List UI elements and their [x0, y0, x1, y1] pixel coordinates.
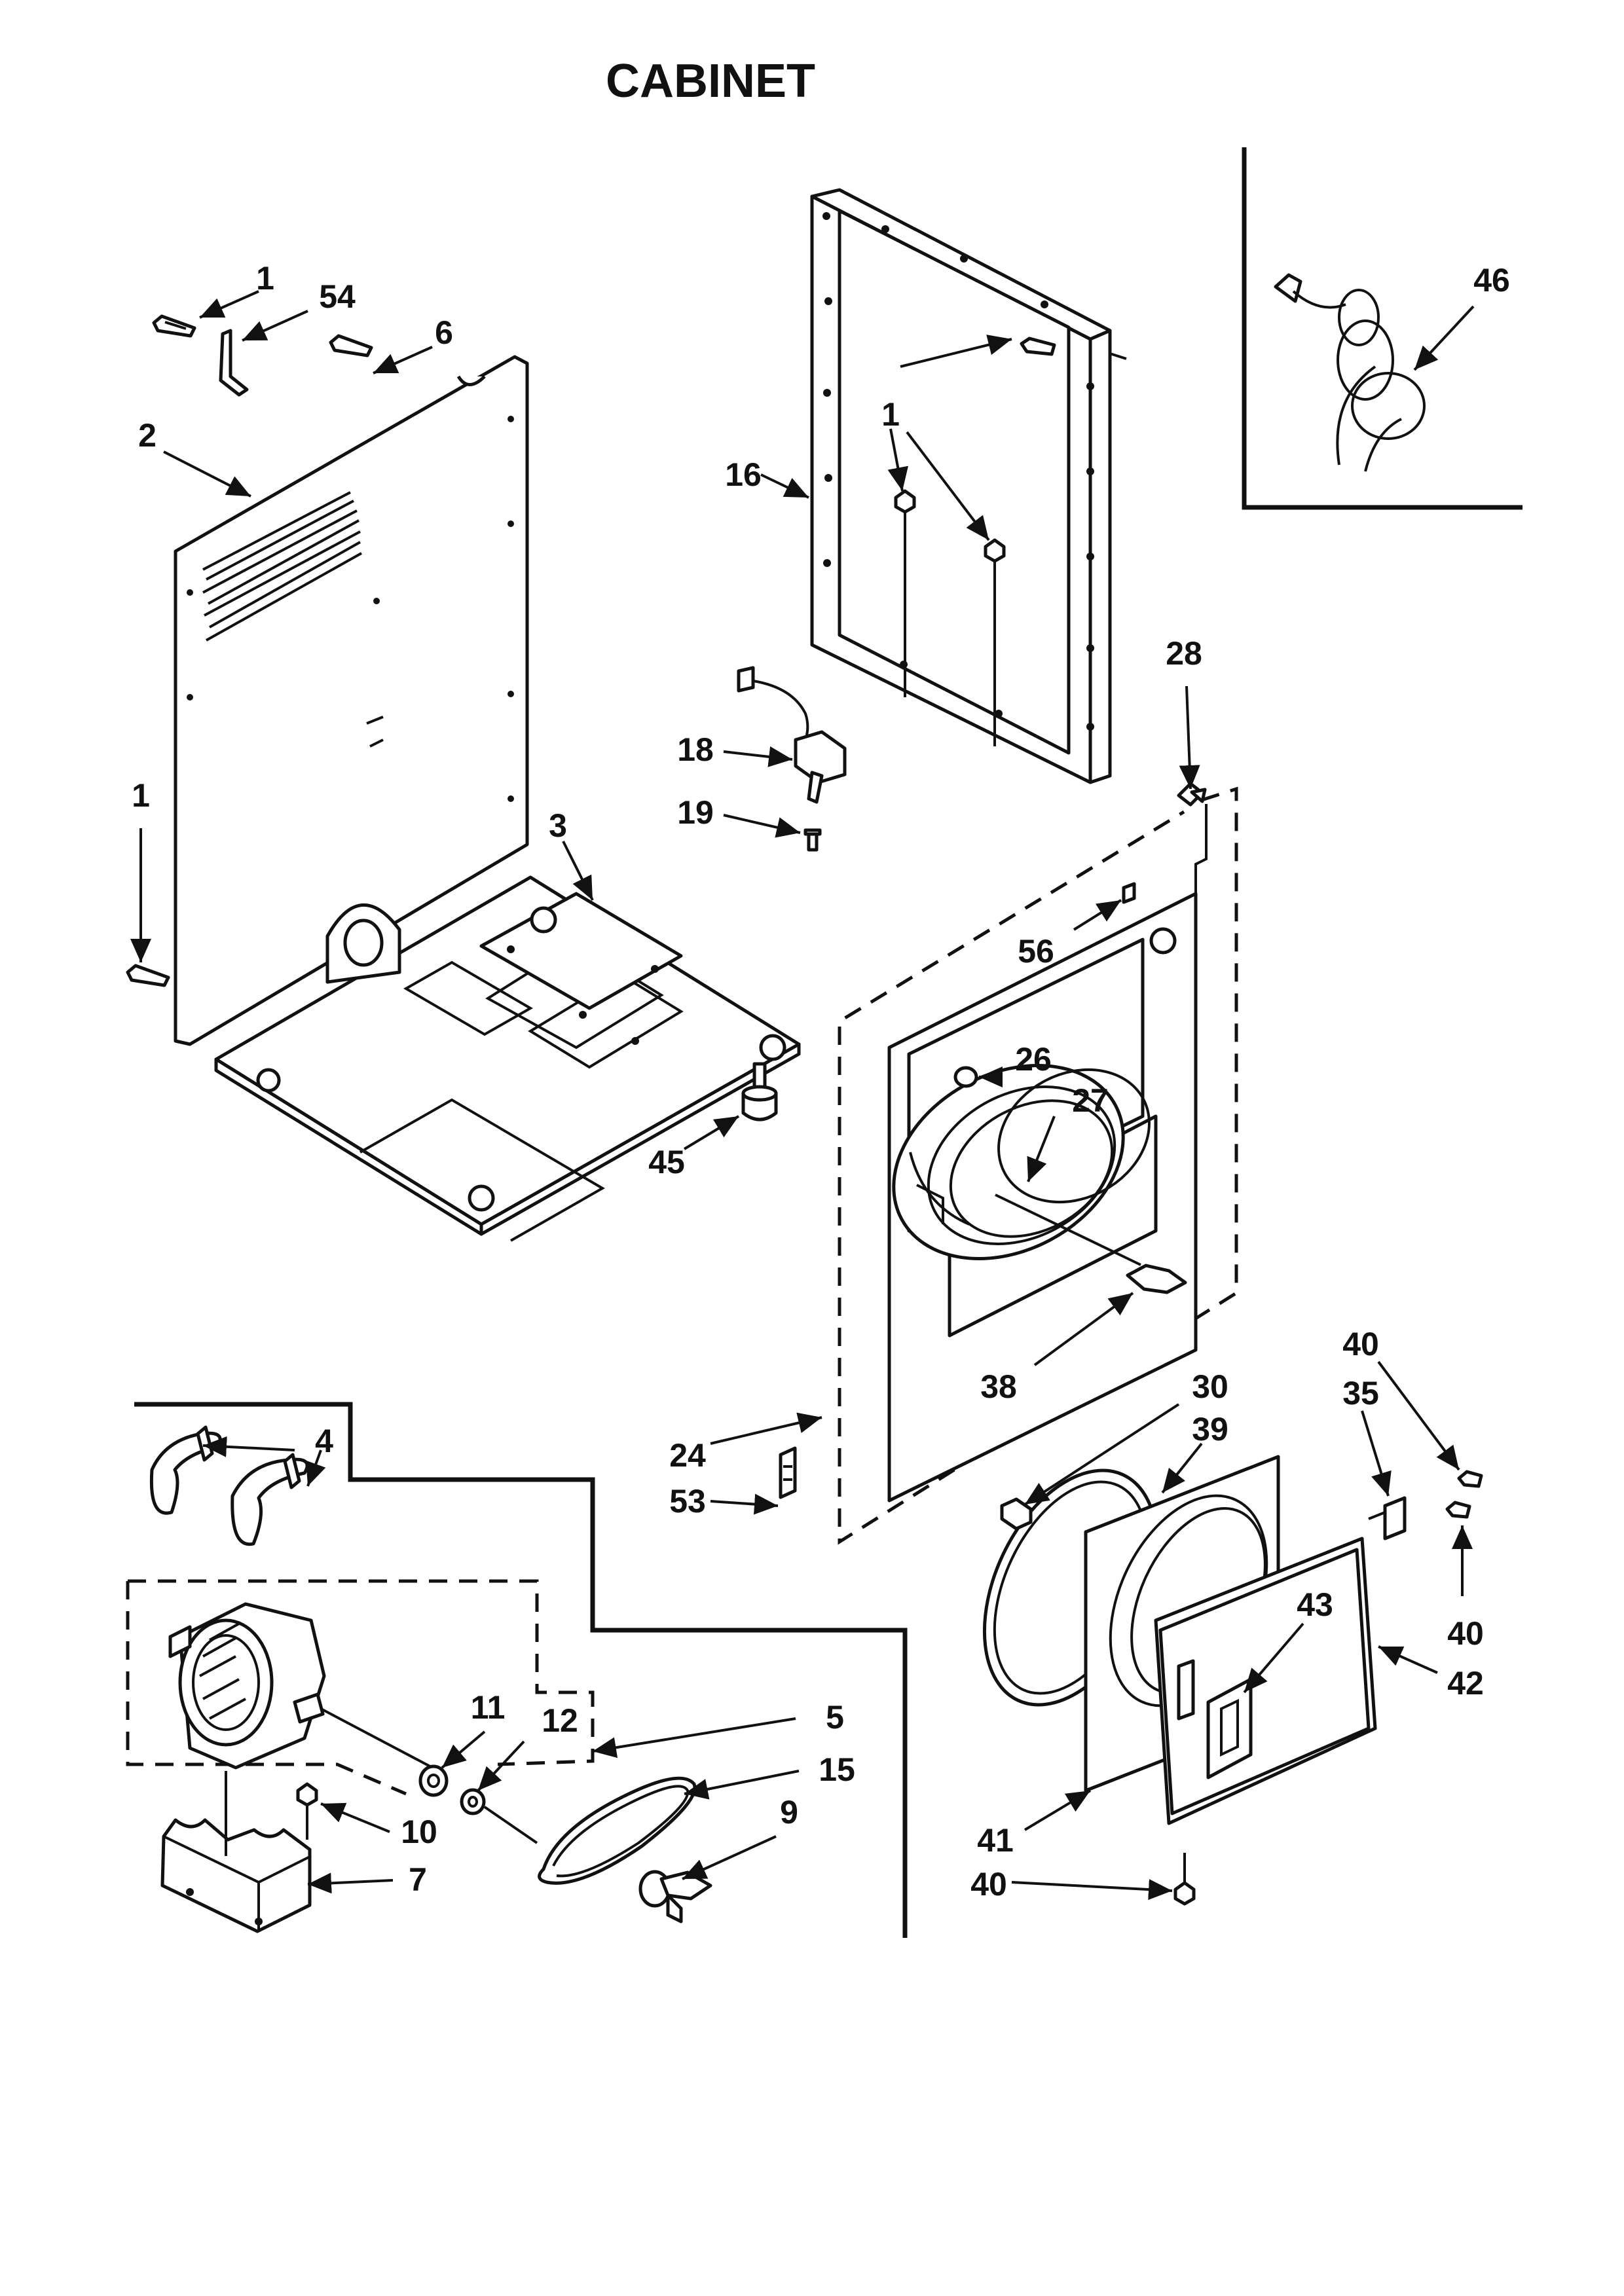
cabinet-base	[214, 875, 801, 1242]
leveling-leg	[741, 1062, 778, 1121]
callout-1-frame: 1	[881, 396, 900, 433]
bracket-54	[219, 329, 249, 397]
power-cord	[1274, 273, 1426, 472]
callout-27: 27	[1072, 1082, 1109, 1119]
drive-belt-15	[538, 1776, 697, 1885]
callout-9: 9	[780, 1794, 798, 1831]
pulley-11	[418, 1764, 449, 1797]
callout-42: 42	[1447, 1665, 1484, 1702]
screw-6	[329, 334, 373, 357]
bracket-53	[779, 1446, 797, 1499]
door-hinge-35	[1368, 1496, 1407, 1540]
callout-24: 24	[669, 1437, 706, 1474]
callout-43: 43	[1297, 1586, 1333, 1623]
callout-10: 10	[401, 1813, 437, 1850]
power-cord-box	[1242, 147, 1522, 510]
callout-6: 6	[435, 314, 453, 351]
front-frame	[810, 188, 1127, 784]
callout-40-bottom: 40	[970, 1866, 1007, 1903]
rear-panel	[174, 355, 529, 1046]
drive-motor	[168, 1602, 439, 1772]
callout-5: 5	[826, 1699, 844, 1736]
motor-clamps-4	[149, 1425, 309, 1546]
door-handle-43	[1206, 1677, 1253, 1779]
screw-1-left	[126, 964, 170, 987]
callout-7: 7	[409, 1861, 427, 1898]
callout-46: 46	[1473, 262, 1510, 299]
callout-labels: 1 54 6 2 1 3 45 16 1 46 18 19 28 56 26 2…	[132, 260, 1510, 1903]
callout-40-right: 40	[1447, 1615, 1484, 1652]
callout-41: 41	[977, 1822, 1014, 1859]
callout-12: 12	[542, 1702, 578, 1739]
plug-26	[953, 1066, 978, 1088]
screw-1-top	[152, 314, 196, 338]
callout-56: 56	[1018, 933, 1054, 970]
screw-10	[296, 1782, 318, 1840]
clip-56	[1122, 882, 1136, 904]
callout-3: 3	[549, 807, 567, 844]
callout-45: 45	[648, 1144, 685, 1180]
idler-pulley-9	[638, 1870, 712, 1923]
callout-53: 53	[669, 1483, 706, 1520]
callout-54: 54	[319, 278, 356, 315]
door-hinge-30	[1000, 1497, 1033, 1531]
callout-11: 11	[471, 1689, 506, 1726]
callout-19: 19	[677, 794, 714, 831]
front-panel-group	[838, 786, 1238, 1545]
leader-lines	[130, 290, 1475, 1901]
frame-screws	[894, 337, 1056, 746]
callout-2: 2	[138, 417, 157, 454]
diagram-title: CABINET	[606, 55, 815, 107]
callout-28: 28	[1166, 635, 1202, 672]
callout-26: 26	[1015, 1041, 1052, 1078]
callout-1-left: 1	[132, 777, 150, 814]
callout-39: 39	[1192, 1411, 1228, 1448]
hinge-clip-28	[1177, 782, 1207, 807]
callout-40-top: 40	[1342, 1326, 1379, 1362]
callout-1: 1	[256, 260, 274, 297]
motor-mount-7	[160, 1771, 312, 1933]
door-switch	[737, 666, 847, 852]
drum-seal-27	[997, 1068, 1151, 1204]
callout-16: 16	[725, 456, 762, 493]
clip-12	[460, 1788, 538, 1844]
callout-30: 30	[1192, 1368, 1228, 1405]
drum-bearing-38	[995, 1194, 1187, 1294]
callout-35: 35	[1342, 1375, 1379, 1412]
door-screws-40	[1173, 1470, 1483, 1906]
callout-38: 38	[980, 1368, 1017, 1405]
callout-4: 4	[315, 1423, 333, 1459]
callout-15: 15	[819, 1751, 855, 1788]
callout-18: 18	[677, 731, 714, 768]
